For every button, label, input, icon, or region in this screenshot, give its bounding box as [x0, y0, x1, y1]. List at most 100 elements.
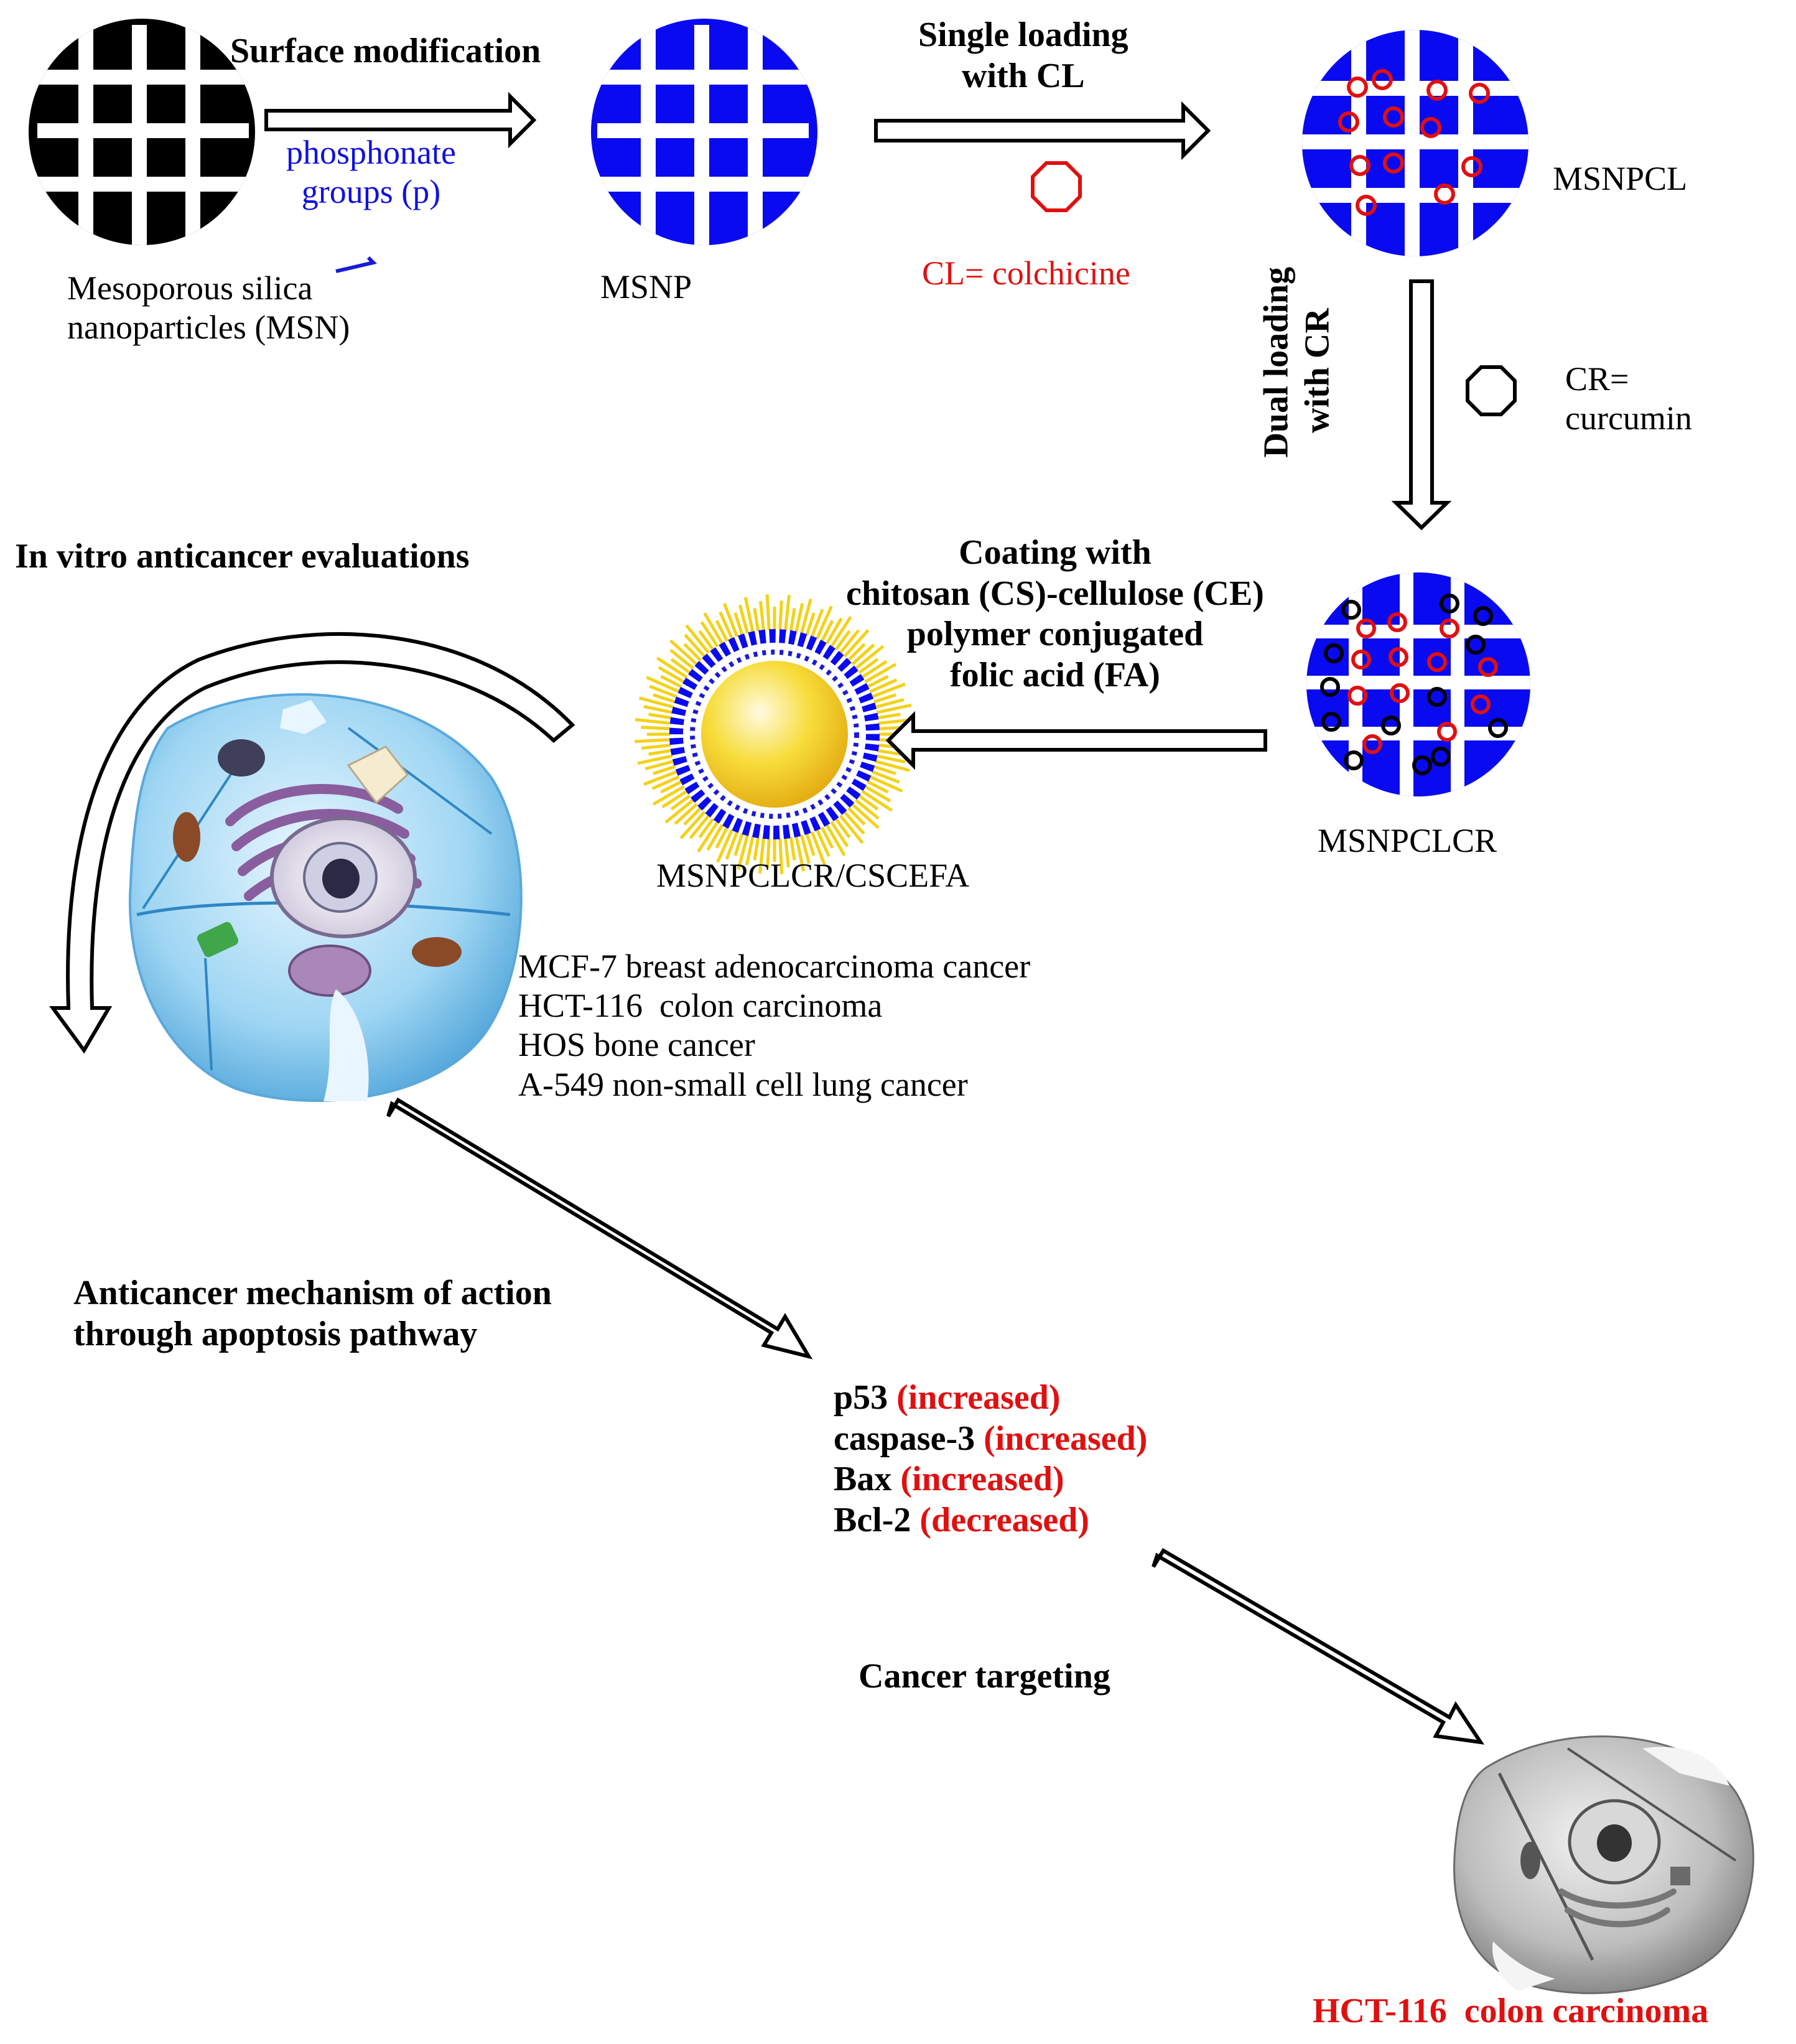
cell-line-item: A-549 non-small cell lung cancer: [518, 1065, 968, 1103]
coating-ray: [648, 749, 672, 756]
coating-ray: [877, 712, 901, 720]
coating-ray: [639, 696, 674, 709]
coating-ray: [854, 645, 885, 670]
coating-ray: [821, 620, 834, 642]
msnpclcr-particle: [1306, 572, 1530, 796]
coating-ray: [758, 838, 765, 874]
colchicine-octagon-icon: [1031, 161, 1082, 212]
marker-list: p53 (increased) caspase-3 (increased) Ba…: [834, 1378, 1147, 1541]
coating-ray: [765, 594, 771, 630]
coating-ray: [664, 798, 695, 824]
coating-ray: [643, 704, 673, 714]
target-cell-illustration: [1453, 1735, 1754, 1994]
coating-ray: [653, 693, 676, 704]
curcumin-definition: CR= curcumin: [1565, 360, 1692, 437]
phosphonate-mark: [335, 256, 377, 273]
msn-label: Mesoporous silica nanoparticles (MSN): [67, 269, 350, 347]
coating-ray: [652, 785, 685, 806]
coating-ray: [745, 836, 755, 866]
coating-ray: [830, 615, 852, 648]
coating-ray: [875, 698, 905, 709]
coating-ray: [733, 612, 744, 635]
coating-ray: [670, 794, 691, 811]
coating-ray: [877, 749, 901, 756]
coating-ray: [830, 821, 849, 847]
marker-row: caspase-3 (increased): [834, 1419, 1147, 1460]
marker-name: Bcl-2: [834, 1500, 911, 1539]
msnpcl-particle: [1302, 30, 1528, 256]
coating-ray: [743, 597, 755, 633]
coating-ray: [825, 617, 843, 645]
coating-ray: [878, 719, 908, 725]
arrow-dual-loading: [1391, 279, 1452, 531]
coating-ray: [800, 599, 812, 634]
coating-ray: [716, 829, 733, 863]
msnp-particle: [591, 19, 817, 245]
arrow-surface-modification: [264, 91, 537, 149]
coating-ray: [864, 785, 891, 803]
cancer-targeting-title: Cancer targeting: [858, 1657, 1110, 1696]
msn-particle: [29, 19, 255, 245]
coating-ray: [738, 604, 749, 634]
coating-ray: [821, 826, 834, 849]
arrow-single-loading: [874, 101, 1211, 161]
coating-ray: [683, 643, 702, 661]
arrow-to-mechanism: [386, 1097, 813, 1360]
coating-ray: [648, 712, 672, 720]
coating-ray: [816, 829, 831, 857]
coating-ray: [759, 600, 765, 631]
cell-illustration: [129, 693, 523, 1102]
coating-ray: [753, 837, 760, 861]
coating-ray: [635, 738, 671, 744]
coating-ray: [800, 834, 811, 864]
coating-ray: [660, 674, 682, 688]
coating-ray: [733, 833, 744, 856]
coating-ray: [683, 807, 702, 826]
coating-ray: [839, 814, 864, 844]
coating-ray: [873, 693, 896, 704]
coating-ray: [778, 838, 784, 874]
coating-ray: [723, 603, 739, 638]
coating-ray: [867, 674, 889, 688]
coating-ray: [689, 814, 710, 839]
coating-ray: [679, 811, 706, 839]
marker-change: (increased): [896, 1378, 1061, 1417]
coating-ray: [843, 629, 870, 658]
msnpclcr-label: MSNPCLCR: [1318, 822, 1497, 859]
dual-loading-label: Dual loading with CR: [1257, 266, 1336, 458]
coating-ray: [858, 658, 879, 674]
coating-ray: [871, 770, 900, 784]
marker-row: Bax (increased): [834, 1459, 1147, 1500]
coating-ray: [646, 676, 680, 693]
coating-ray: [658, 666, 685, 684]
coating-ray: [644, 760, 674, 771]
coating-ray: [700, 621, 719, 648]
coating-ray: [784, 838, 790, 868]
coating-ray: [789, 837, 796, 861]
coating-ray: [706, 824, 724, 851]
coating-ray: [847, 807, 866, 826]
coating-ray: [789, 608, 796, 632]
coating-ray: [698, 630, 715, 651]
marker-change: (increased): [984, 1419, 1148, 1458]
coating-ray: [637, 754, 673, 765]
mechanism-title: Anticancer mechanism of action through a…: [73, 1274, 552, 1353]
coating-ray: [753, 608, 760, 632]
phosphonate-label: phosphonate groups (p): [286, 134, 456, 211]
coating-ray: [834, 818, 851, 839]
in-vitro-title: In vitro anticancer evaluations: [15, 537, 470, 576]
coating-ray: [810, 609, 824, 638]
coating-ray: [669, 639, 698, 666]
arrow-in-vitro-curved: [49, 632, 575, 1054]
msnp-label: MSNP: [600, 268, 692, 306]
coating-ray: [651, 775, 680, 790]
coating-ray: [697, 821, 719, 853]
coating-ray: [674, 803, 698, 825]
coating-ray: [685, 624, 710, 655]
coating-ray: [834, 630, 851, 651]
coating-ray: [843, 811, 865, 835]
coating-ray: [810, 831, 826, 866]
coating-ray: [725, 831, 739, 860]
curcumin-octagon-icon: [1466, 365, 1517, 416]
